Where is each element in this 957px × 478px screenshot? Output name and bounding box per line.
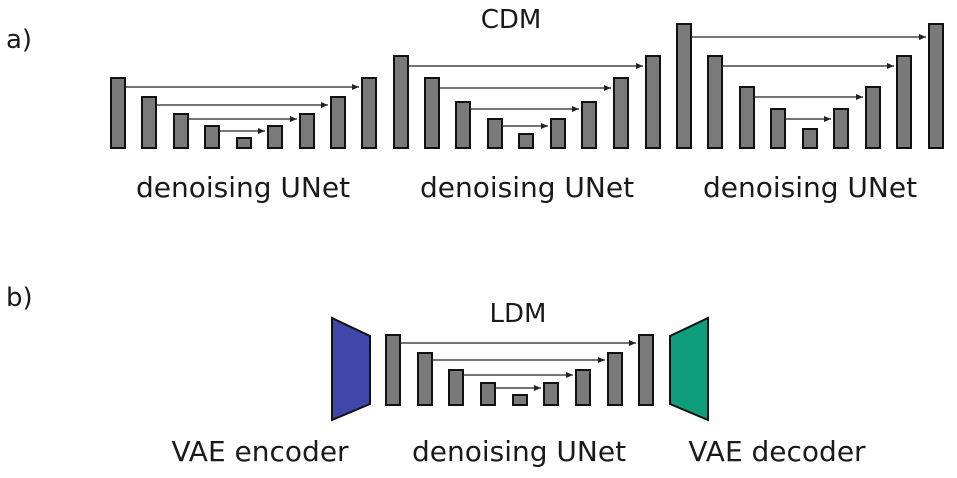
unet-a2-bar bbox=[487, 118, 503, 149]
unet-a3-bar bbox=[928, 23, 944, 149]
unet-a3-bar bbox=[707, 55, 723, 149]
unet-a1-bar bbox=[330, 96, 346, 149]
unet-a1-bar bbox=[204, 125, 220, 149]
unet-b-caption: denoising UNet bbox=[412, 435, 626, 468]
vae-encoder-caption: VAE encoder bbox=[171, 435, 349, 468]
vae-encoder-shape bbox=[331, 316, 371, 422]
unet-a1-caption: denoising UNet bbox=[136, 171, 350, 204]
unet-a3-bar bbox=[770, 108, 786, 149]
unet-a1-bar bbox=[267, 125, 283, 149]
unet-a2-bar bbox=[613, 77, 629, 149]
unet-b-bar bbox=[638, 334, 654, 406]
unet-a3-bar bbox=[802, 128, 818, 149]
unet-b-bar bbox=[575, 369, 591, 406]
unet-a2: denoising UNet bbox=[393, 55, 661, 204]
vae-encoder: VAE encoder bbox=[171, 316, 371, 468]
unet-a2-bar bbox=[393, 55, 409, 149]
unet-a1-bar bbox=[299, 113, 315, 149]
panel-b-label: b) bbox=[6, 283, 33, 313]
unet-a1-bar bbox=[173, 113, 189, 149]
unet-b-bar bbox=[385, 334, 401, 406]
unet-b: denoising UNet bbox=[385, 334, 654, 468]
unet-a2-bar bbox=[550, 118, 566, 149]
unet-a2-bar bbox=[455, 101, 471, 149]
unet-a3-caption: denoising UNet bbox=[703, 171, 917, 204]
unet-a2-bar bbox=[645, 55, 661, 149]
unet-b-bar bbox=[448, 369, 464, 406]
panel-a-label: a) bbox=[6, 25, 32, 55]
vae-decoder: VAE decoder bbox=[669, 316, 866, 468]
unet-b-bar bbox=[607, 352, 623, 406]
unet-a3-bar bbox=[739, 86, 755, 149]
unet-a3-bar bbox=[896, 55, 912, 149]
unet-a1: denoising UNet bbox=[110, 77, 377, 204]
unet-a3-bar bbox=[676, 23, 692, 149]
unet-a1-bar bbox=[141, 96, 157, 149]
unet-a1-bar bbox=[110, 77, 126, 149]
unet-a3-bar bbox=[865, 86, 881, 149]
unet-a2-bar bbox=[518, 133, 534, 149]
cdm-title: CDM bbox=[481, 5, 542, 35]
unet-b-bar bbox=[417, 352, 433, 406]
unet-b-bar bbox=[480, 382, 496, 406]
unet-a2-bar bbox=[424, 77, 440, 149]
unet-a2-caption: denoising UNet bbox=[420, 171, 634, 204]
unet-a3: denoising UNet bbox=[676, 23, 944, 204]
unet-b-bar bbox=[543, 382, 559, 406]
vae-decoder-caption: VAE decoder bbox=[688, 435, 866, 468]
ldm-title: LDM bbox=[490, 299, 547, 329]
vae-decoder-shape bbox=[669, 316, 709, 422]
unet-a1-bar bbox=[361, 77, 377, 149]
unet-b-bar bbox=[512, 394, 528, 406]
unet-a1-bar bbox=[236, 137, 252, 149]
unet-a3-bar bbox=[833, 108, 849, 149]
unet-a2-bar bbox=[581, 101, 597, 149]
